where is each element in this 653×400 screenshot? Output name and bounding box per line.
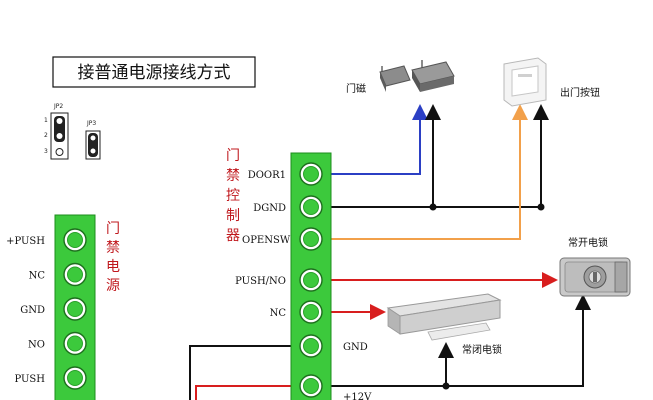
wires bbox=[189, 104, 591, 400]
controller-name: 门 禁 控 制 器 bbox=[226, 148, 240, 244]
controller-terminal-label: +12V bbox=[343, 392, 372, 400]
junction-dot bbox=[537, 203, 545, 211]
junction-dot bbox=[429, 203, 437, 211]
wire-gnd-black bbox=[189, 345, 310, 400]
ctrl-name-char-1: 门 bbox=[226, 148, 240, 164]
controller-terminal-label: OPENSW bbox=[242, 235, 291, 246]
ctrl-name-char-4: 制 bbox=[226, 208, 240, 224]
wire-opensw-orange bbox=[310, 104, 528, 240]
power-supply-terminal-screw-head bbox=[67, 266, 83, 283]
ps-name-char-3: 电 bbox=[106, 259, 120, 275]
junction-dot bbox=[442, 382, 450, 390]
power-supply-terminal-label: PUSH bbox=[14, 374, 45, 385]
exit-button-label: 出门按钮 bbox=[560, 86, 600, 99]
power-supply-terminal-label: +PUSH bbox=[6, 236, 45, 247]
controller-terminal-label: DOOR1 bbox=[248, 170, 286, 181]
normally-closed-lock-device: 常闭电锁 bbox=[386, 293, 502, 356]
power-supply-terminal-screw-head bbox=[67, 301, 83, 317]
controller-terminal-label: PUSH/NO bbox=[235, 276, 286, 287]
controller-terminal-screw-head bbox=[303, 304, 319, 320]
controller-terminal-screw-head bbox=[303, 199, 319, 215]
wire-12v-black bbox=[310, 294, 591, 387]
power-supply-terminal-labels: +PUSH NC GND NO PUSH bbox=[6, 236, 45, 385]
controller-terminal-screw-head bbox=[303, 378, 319, 394]
controller-terminal-screw-head bbox=[303, 231, 319, 247]
nc-lock-label: 常闭电锁 bbox=[462, 343, 502, 356]
door-sensor-label: 门磁 bbox=[346, 82, 366, 95]
jp2-label: JP2 bbox=[53, 103, 63, 110]
diagram-title: 接普通电源接线方式 bbox=[78, 63, 231, 83]
normally-open-lock-device: 常开电锁 bbox=[559, 236, 631, 297]
power-supply-terminal-label: NO bbox=[28, 340, 45, 351]
controller-terminal-label: NC bbox=[270, 308, 287, 319]
jp2-pin-1: 1 bbox=[44, 117, 48, 124]
controller-block bbox=[290, 152, 332, 400]
title-box: 接普通电源接线方式 bbox=[52, 56, 256, 88]
controller-terminal-label: DGND bbox=[253, 203, 286, 214]
jp3-label: JP3 bbox=[86, 120, 96, 127]
controller-terminal-screw-head bbox=[303, 338, 319, 354]
controller-terminal-screw-head bbox=[303, 166, 319, 182]
wire-door1-blue bbox=[310, 104, 428, 175]
ps-name-char-4: 源 bbox=[106, 278, 120, 294]
ps-name-char-1: 门 bbox=[106, 221, 120, 237]
exit-button-device: 出门按钮 bbox=[503, 57, 600, 107]
power-supply-terminal-label: NC bbox=[29, 271, 46, 282]
controller-terminal-label: GND bbox=[343, 342, 368, 353]
jp2-jumper: JP2 1 2 3 bbox=[44, 103, 69, 160]
controller-terminal-screw-head bbox=[303, 272, 319, 288]
ctrl-name-char-3: 控 bbox=[226, 188, 240, 204]
jp2-pin-3: 3 bbox=[44, 148, 48, 155]
ctrl-name-char-5: 器 bbox=[226, 228, 240, 244]
door-sensor-device: 门磁 bbox=[346, 60, 455, 95]
power-supply-terminal-screw-head bbox=[67, 370, 83, 386]
ctrl-name-char-2: 禁 bbox=[226, 168, 240, 184]
jp2-pin-2: 2 bbox=[44, 132, 48, 139]
no-lock-label: 常开电锁 bbox=[568, 236, 608, 249]
power-supply-terminal-screw-head bbox=[67, 232, 83, 248]
power-supply-block bbox=[54, 214, 96, 400]
power-supply-name: 门 禁 电 源 bbox=[106, 221, 120, 294]
power-supply-terminal-label: GND bbox=[20, 305, 45, 316]
ps-name-char-2: 禁 bbox=[106, 240, 120, 256]
jp3-jumper: JP3 bbox=[85, 120, 101, 160]
power-supply-terminal-screw-head bbox=[67, 335, 83, 352]
wire-12v-red bbox=[195, 385, 310, 400]
